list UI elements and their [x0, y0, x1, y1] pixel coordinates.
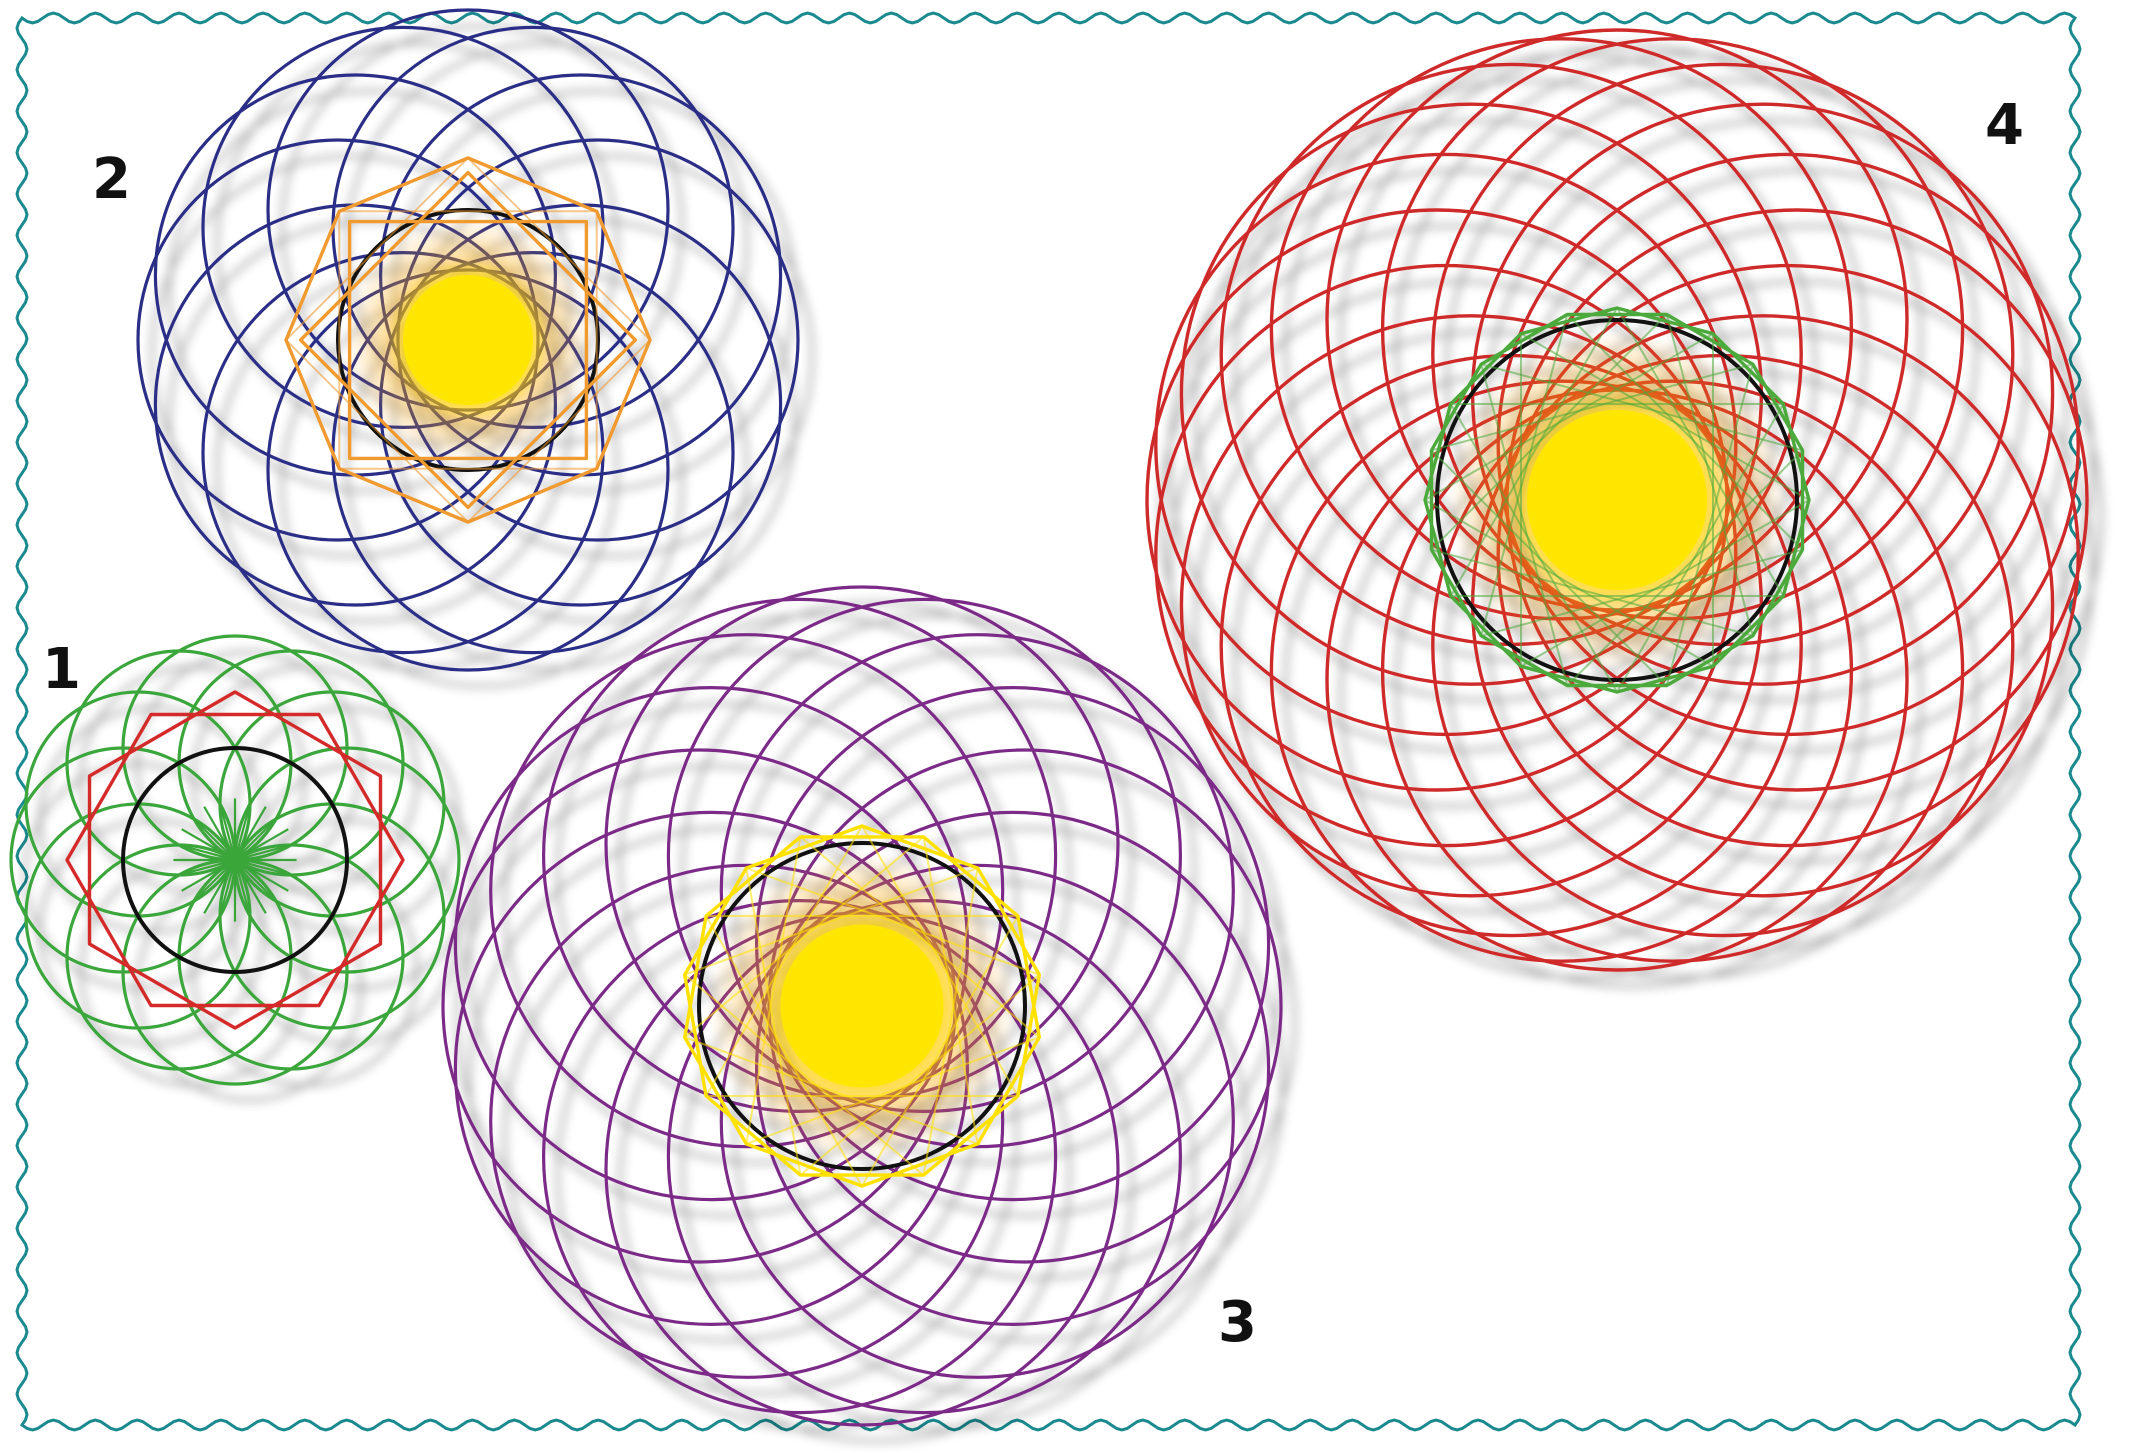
spirograph-figure-3: [441, 585, 1283, 1427]
polygon-chord: [1449, 307, 1618, 597]
polygon-chord: [705, 915, 863, 1187]
polygon-9-sided: [683, 835, 1042, 1188]
figures-layer: [9, 8, 2089, 1427]
polygon-chord: [1424, 332, 1714, 501]
polygon-chord: [799, 973, 1040, 1176]
center-sun-core: [1527, 410, 1707, 590]
polygon-chord: [1566, 449, 1804, 687]
polygon-9-sided: [683, 824, 1042, 1177]
figure-label-2: 2: [92, 147, 131, 212]
center-star-ray: [175, 858, 236, 877]
polygon-chord: [1665, 314, 1754, 637]
polygon-chord: [1566, 313, 1804, 551]
polygon-chord: [745, 1036, 1040, 1145]
polygon-chord: [922, 867, 979, 1176]
polygon-chord: [1520, 499, 1810, 668]
center-star-ray: [234, 806, 267, 861]
polygon-chord: [1520, 332, 1810, 501]
polygon-4-sided: [347, 219, 589, 461]
polygon-chord: [745, 867, 1040, 976]
core-ring: [336, 208, 600, 472]
center-star-ray: [181, 828, 236, 861]
polygon-chord: [1430, 449, 1668, 687]
polygon-chord: [922, 836, 979, 1145]
core-ring: [1435, 318, 1799, 682]
figure-label-4: 4: [1985, 93, 2024, 158]
petal-circle: [719, 863, 1235, 1379]
center-star-ray: [234, 859, 289, 892]
polygon-chord: [1449, 403, 1618, 693]
center-star-ray: [234, 858, 295, 877]
center-star-ray: [234, 828, 289, 861]
polygon-chord: [1480, 314, 1569, 637]
polygon-chord: [684, 836, 925, 1039]
polygon-chord: [467, 157, 651, 341]
polygon-chord: [745, 867, 802, 1176]
center-star-ray: [203, 859, 236, 914]
center-sun-core: [403, 275, 533, 405]
polygon-chord: [1430, 313, 1668, 551]
spirograph-figure-1: [9, 634, 461, 1086]
polygon-chord: [684, 867, 979, 976]
center-star-ray: [234, 859, 280, 905]
polygon-chord: [684, 973, 925, 1176]
center-star-ray: [218, 859, 237, 920]
polygon-chord: [285, 157, 469, 341]
polygon-4-sided: [298, 170, 638, 510]
polygon-chord: [861, 915, 1019, 1187]
polygon-chord: [1665, 363, 1754, 686]
core-ring: [121, 746, 349, 974]
center-star-ray: [234, 815, 280, 861]
center-star-ray: [175, 843, 236, 862]
figure-label-1: 1: [42, 637, 81, 702]
spirograph-figure-4: [1145, 28, 2089, 972]
center-star-ray: [203, 806, 236, 861]
petal-circle: [489, 863, 1005, 1379]
center-sun-core: [780, 924, 944, 1088]
polygon-chord: [1480, 363, 1569, 686]
polygon-chord: [467, 339, 651, 523]
polygon-chord: [1431, 363, 1754, 452]
figure-label-3: 3: [1218, 1290, 1257, 1355]
polygon-chord: [1616, 403, 1785, 693]
polygon-chord: [1480, 363, 1803, 452]
polygon-chord: [1616, 307, 1785, 597]
polygon-chord: [745, 836, 802, 1145]
polygon-6-sided: [87, 690, 383, 1030]
center-star-ray: [181, 859, 236, 892]
center-star-ray: [233, 800, 252, 861]
center-star-ray: [233, 859, 252, 920]
polygon-chord: [1424, 499, 1714, 668]
polygon-chord: [1431, 548, 1754, 637]
polygon-chord: [861, 825, 1019, 1097]
polygon-chord: [799, 836, 1040, 1039]
spirograph-figure-2: [136, 8, 800, 672]
polygon-chord: [684, 1036, 979, 1145]
center-star-ray: [234, 859, 267, 914]
center-star-ray: [218, 800, 237, 861]
petal-circle: [489, 633, 1005, 1149]
polygon-chord: [705, 825, 863, 1097]
petal-circle: [719, 633, 1235, 1149]
core-ring: [697, 841, 1027, 1171]
polygon-6-sided: [65, 712, 405, 1008]
center-star-dot: [227, 852, 243, 868]
polygon-chord: [1480, 548, 1803, 637]
polygon-chord: [285, 339, 469, 523]
center-star-ray: [234, 843, 295, 862]
center-star-ray: [190, 815, 236, 861]
center-star-ray: [190, 859, 236, 905]
